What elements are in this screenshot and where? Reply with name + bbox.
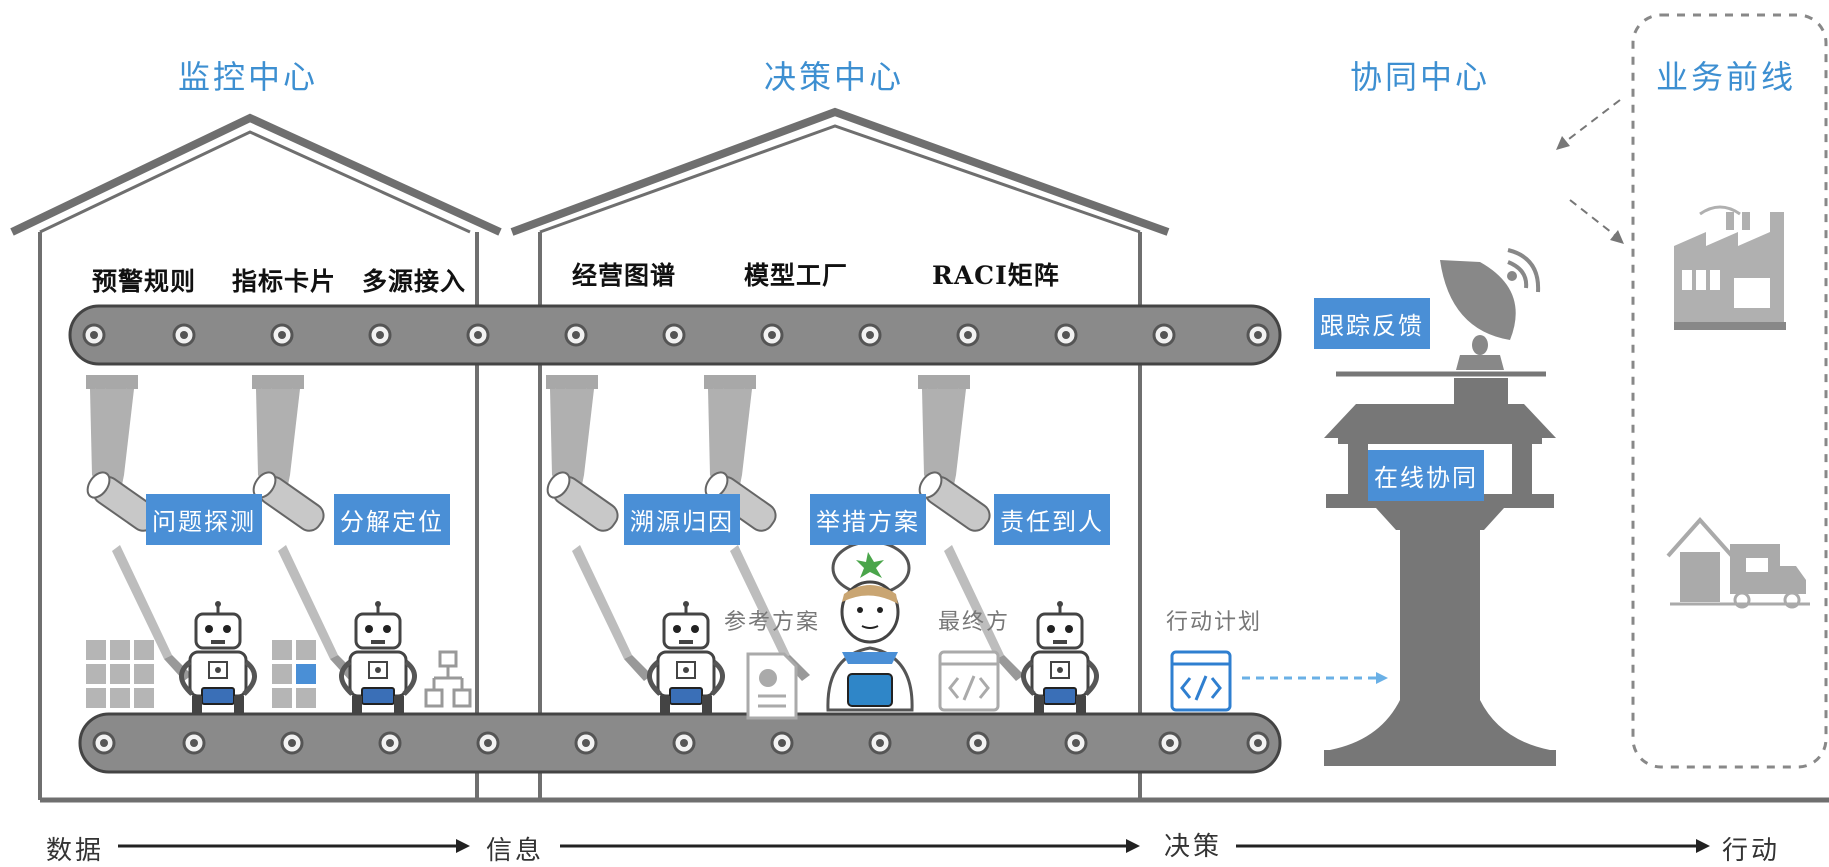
grid-icon-2: [272, 640, 316, 708]
module-multi-source: 多源接入: [362, 267, 467, 296]
store-delivery-icon: [1666, 516, 1810, 609]
decision-roof-inner: [539, 124, 1141, 234]
flow-arrow-3-head: [1696, 839, 1710, 853]
zone-title-monitoring: 监控中心: [178, 58, 319, 96]
frontline-arrow-2-head: [1610, 230, 1624, 244]
code-icon-grey: [938, 650, 1000, 712]
frontline-frame: [1631, 13, 1828, 769]
label-reference-plan: 参考方案: [724, 610, 821, 635]
robot-3: [649, 601, 722, 714]
human-chef: [826, 540, 914, 712]
frontline-arrow-1: [1564, 99, 1621, 143]
tag-list-plans: 举措方案: [810, 494, 926, 545]
monitoring-roof-inner: [39, 130, 471, 234]
tag-responsibility: 责任到人: [994, 494, 1110, 545]
factory-icon: [1674, 205, 1786, 330]
module-warning-rules: 预警规则: [92, 267, 197, 296]
module-model-factory: 模型工厂: [744, 261, 849, 290]
zone-title-collaboration: 协同中心: [1350, 58, 1491, 96]
zone-title-decision: 决策中心: [764, 58, 905, 96]
flow-arrow-2-head: [1126, 839, 1140, 853]
label-action-plan: 行动计划: [1166, 610, 1263, 635]
robot-4: [1023, 601, 1096, 714]
control-tower: [1324, 248, 1556, 766]
robot-2: [341, 601, 414, 714]
tag-decompose-locate: 分解定位: [334, 494, 450, 545]
hierarchy-icon: [424, 650, 472, 708]
frontline-arrow-2: [1569, 199, 1617, 237]
tag-tracking-feedback: 跟踪反馈: [1314, 298, 1430, 349]
label-final-plan: 最终方: [938, 610, 1011, 635]
flow-arrow-1-head: [456, 839, 470, 853]
module-raci-matrix: RACI矩阵: [932, 261, 1060, 290]
module-indicator-cards: 指标卡片: [232, 267, 337, 296]
frontline-arrow-1-head: [1556, 136, 1570, 150]
code-icon-blue: [1170, 650, 1232, 712]
decision-roof: [510, 107, 1170, 236]
zone-title-frontline: 业务前线: [1656, 58, 1797, 96]
grid-icon-1: [86, 640, 154, 708]
action-arrow-head: [1376, 672, 1388, 684]
module-business-graph: 经营图谱: [572, 261, 677, 290]
monitoring-roof: [10, 113, 502, 236]
flow-label-info: 信息: [486, 836, 545, 866]
robot-1: [181, 601, 254, 714]
tag-online-collab: 在线协同: [1368, 450, 1484, 501]
document-chart-icon: [746, 652, 798, 720]
flow-label-data: 数据: [46, 836, 105, 866]
tag-problem-detection: 问题探测: [146, 494, 262, 545]
flow-label-decision: 决策: [1164, 832, 1223, 862]
tag-trace-cause: 溯源归因: [624, 494, 740, 545]
flow-label-action: 行动: [1722, 836, 1781, 866]
